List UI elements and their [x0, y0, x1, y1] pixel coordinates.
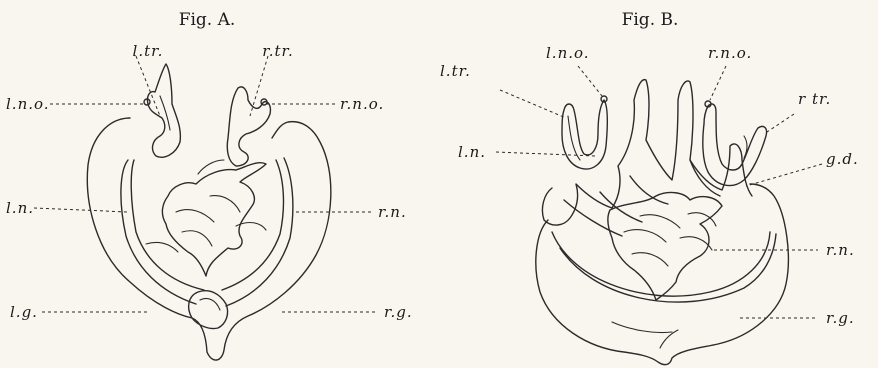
figure-b-inner-bowl-2: [560, 234, 776, 302]
figure-a-outer-outline: [87, 118, 331, 360]
figure-a-label-l-tr: l.tr.: [133, 42, 164, 60]
figure-b-leader-l-n: [496, 152, 596, 156]
figure-b-label-r-g: r.g.: [826, 309, 855, 327]
figure-b-label-r-no: r.n.o.: [708, 44, 752, 62]
figure-b-left-tube: [562, 100, 607, 169]
figure-b-central-organ: [608, 193, 722, 300]
figure-a-left-inner-arc: [121, 160, 196, 304]
figure-b-leader-r-tr: [764, 114, 794, 134]
figure-b-label-l-no: l.n.o.: [546, 44, 590, 62]
figure-b: Fig. B. l.tr: [440, 10, 859, 365]
figure-a-label-l-no: l.n.o.: [6, 95, 50, 113]
figure-a-label-r-g: r.g.: [384, 303, 413, 321]
figure-a-left-inner-arc-2: [131, 160, 204, 290]
figure-b-label-r-n: r.n.: [826, 241, 855, 259]
figure-b-label-l-n: l.n.: [458, 143, 486, 161]
figure-a-label-r-tr: r.tr.: [262, 42, 294, 60]
figure-a-left-tube: [147, 64, 180, 157]
figure-b-inner-channels: [564, 160, 720, 236]
figure-a-label-r-n: r.n.: [378, 203, 407, 221]
figure-b-label-r-tr: r tr.: [798, 90, 831, 108]
figure-a-title: Fig. A.: [179, 10, 236, 30]
figure-b-leader-r-no: [710, 66, 726, 100]
figure-a-label-l-n: l.n.: [6, 199, 34, 217]
figure-a-label-r-no: r.n.o.: [340, 95, 384, 113]
figure-a-leader-l-n: [34, 208, 128, 212]
figure-b-leader-l-no: [578, 66, 602, 96]
figure-a-bottom-lobe: [189, 291, 228, 329]
figure-b-label-l-tr: l.tr.: [440, 62, 471, 80]
figure-b-leader-g-d: [746, 164, 822, 186]
figure-b-leader-l-tr: [500, 90, 566, 118]
figure-a-central-organ: [162, 163, 266, 276]
figure-a-label-l-g: l.g.: [10, 303, 38, 321]
figure-b-inner-bowl: [552, 232, 770, 296]
figure-b-title: Fig. B.: [622, 10, 679, 30]
figure-b-label-g-d: g.d.: [826, 150, 859, 168]
figure-b-right-tube: [703, 104, 767, 186]
figure-a: Fig. A.: [6, 10, 413, 360]
